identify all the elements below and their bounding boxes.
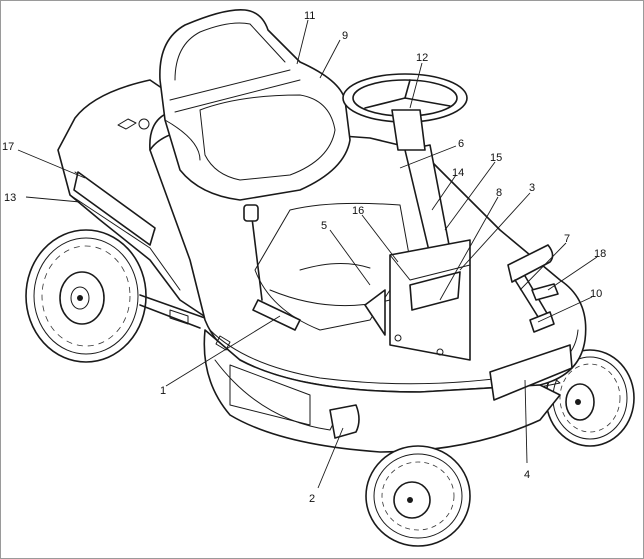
callout-14: 14 (452, 167, 464, 179)
callout-1: 1 (160, 385, 166, 397)
callout-7: 7 (564, 233, 570, 245)
leader-lines (17, 19, 598, 489)
rear-left-wheel (25, 229, 147, 363)
callout-3: 3 (529, 182, 535, 194)
steering-column (364, 144, 471, 361)
callout-5: 5 (321, 220, 327, 232)
callout-16: 16 (352, 205, 364, 217)
front-left-wheel (365, 445, 471, 547)
callout-labels: 1 2 3 4 5 6 7 8 9 10 11 12 13 14 15 16 1… (2, 10, 606, 505)
callout-12: 12 (416, 52, 428, 64)
callout-17: 17 (2, 141, 14, 153)
callout-8: 8 (496, 187, 502, 199)
callout-13: 13 (4, 192, 16, 204)
rear-body (57, 79, 221, 321)
callout-15: 15 (490, 152, 502, 164)
callout-11: 11 (304, 10, 315, 22)
callout-9: 9 (342, 30, 348, 42)
seat (159, 8, 351, 201)
callout-2: 2 (309, 493, 315, 505)
callout-6: 6 (458, 138, 464, 150)
steering-wheel (342, 73, 468, 151)
callout-18: 18 (594, 248, 606, 260)
callout-4: 4 (524, 469, 530, 481)
front-right-wheel (545, 349, 635, 447)
callout-10: 10 (590, 288, 602, 300)
